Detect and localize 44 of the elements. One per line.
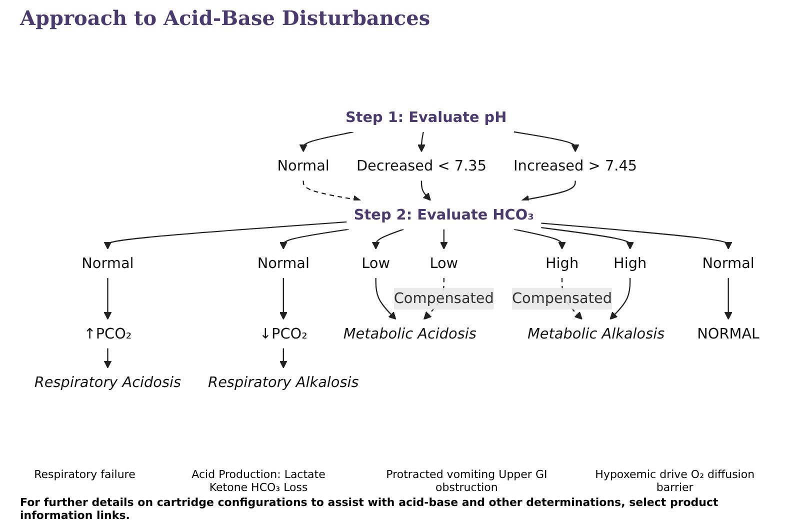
title: Approach to Acid-Base Disturbances [20,6,432,30]
arrow [420,180,431,201]
arrow [514,228,566,250]
cause-text: Hypoxemic drive O₂ diffusion barrier [594,468,756,494]
node-text: ↓PCO₂ [259,324,308,342]
node-text: ↑PCO₂ [84,324,132,342]
arrow [104,348,112,368]
node-text: Increased > 7.45 [514,157,638,174]
arrow [279,278,288,320]
node-text: Normal [257,254,310,272]
cause-text: Respiratory failure [34,468,136,483]
arrow [279,228,349,250]
arrow [610,278,631,320]
arrow [514,131,580,152]
arrow [279,348,288,368]
arrow [541,226,634,250]
node-text: Step 1: Evaluate pH [345,108,507,126]
node-text: NORMAL [697,324,760,342]
node-text: Metabolic Acidosis [343,324,476,342]
node-text: Low [362,254,390,272]
node-text: Decreased < 7.35 [356,157,487,174]
arrow [375,278,396,320]
arrow [299,131,354,152]
node-text: Normal [82,254,134,272]
edge-label: Compensated [512,290,612,307]
arrow [541,222,732,250]
node-text: Normal [277,157,330,174]
arrow [104,221,347,250]
footnote: For further details on cartridge configurations to assist with acid-base and other determinations, select product information links. [20,496,720,522]
node-text: Normal [702,254,754,272]
node-text: High [545,254,579,272]
node-text: Low [430,254,458,272]
arrow [418,132,426,152]
edge-label: Compensated [394,290,494,307]
cause-text: Protracted vomiting Upper GI obstruction [385,468,548,494]
node-text: Respiratory Alkalosis [208,373,359,391]
node-text: Respiratory Acidosis [34,373,182,391]
node-text: Metabolic Alkalosis [527,324,665,342]
arrow [724,278,732,320]
arrow [440,229,448,250]
arrow [104,278,112,320]
node-text: High [614,254,647,272]
cause-text: Acid Production: Lactate Ketone HCO₃ Loss [190,468,326,494]
arrow [372,228,404,250]
